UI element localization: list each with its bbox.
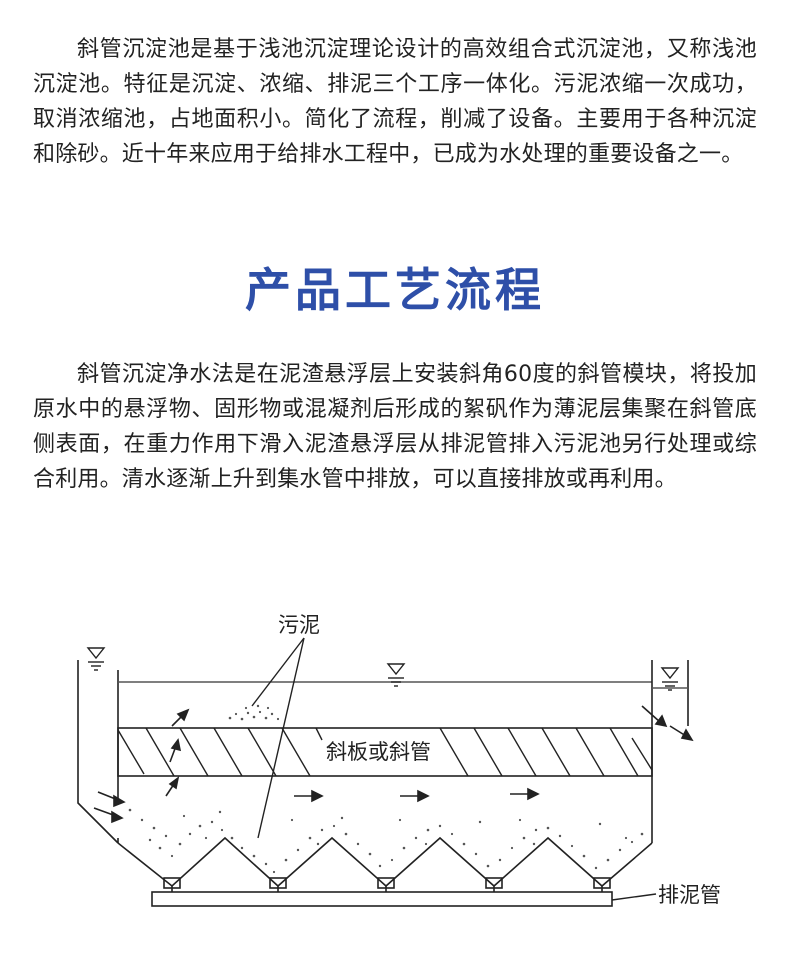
drain-leader xyxy=(611,893,657,901)
sludge-leader-2 xyxy=(257,637,305,839)
water-level-icon xyxy=(86,647,680,691)
intro-paragraph: 斜管沉淀池是基于浅池沉淀理论设计的高效组合式沉淀池，又称浅池沉淀池。特征是沉淀、… xyxy=(33,37,757,167)
drain-pipe xyxy=(151,891,613,907)
sludge-label: 污泥 xyxy=(278,613,320,637)
inclined-plate-block xyxy=(117,727,653,777)
sludge-particles xyxy=(128,704,644,874)
plate-hatching xyxy=(117,727,653,777)
drain-pipe-label: 排泥管 xyxy=(658,883,721,907)
process-paragraph: 斜管沉淀净水法是在泥渣悬浮层上安装斜角60度的斜管模块，将投加原水中的悬浮物、固… xyxy=(33,362,757,492)
inlet-channel xyxy=(77,660,119,844)
sedimentation-tank-diagram: 污泥 斜板或斜管 排泥管 xyxy=(77,613,721,907)
section-title: 产品工艺流程 xyxy=(245,263,545,317)
sludge-leader-1 xyxy=(251,637,305,707)
plates-label: 斜板或斜管 xyxy=(326,740,431,764)
flow-arrow-icon xyxy=(93,705,694,824)
